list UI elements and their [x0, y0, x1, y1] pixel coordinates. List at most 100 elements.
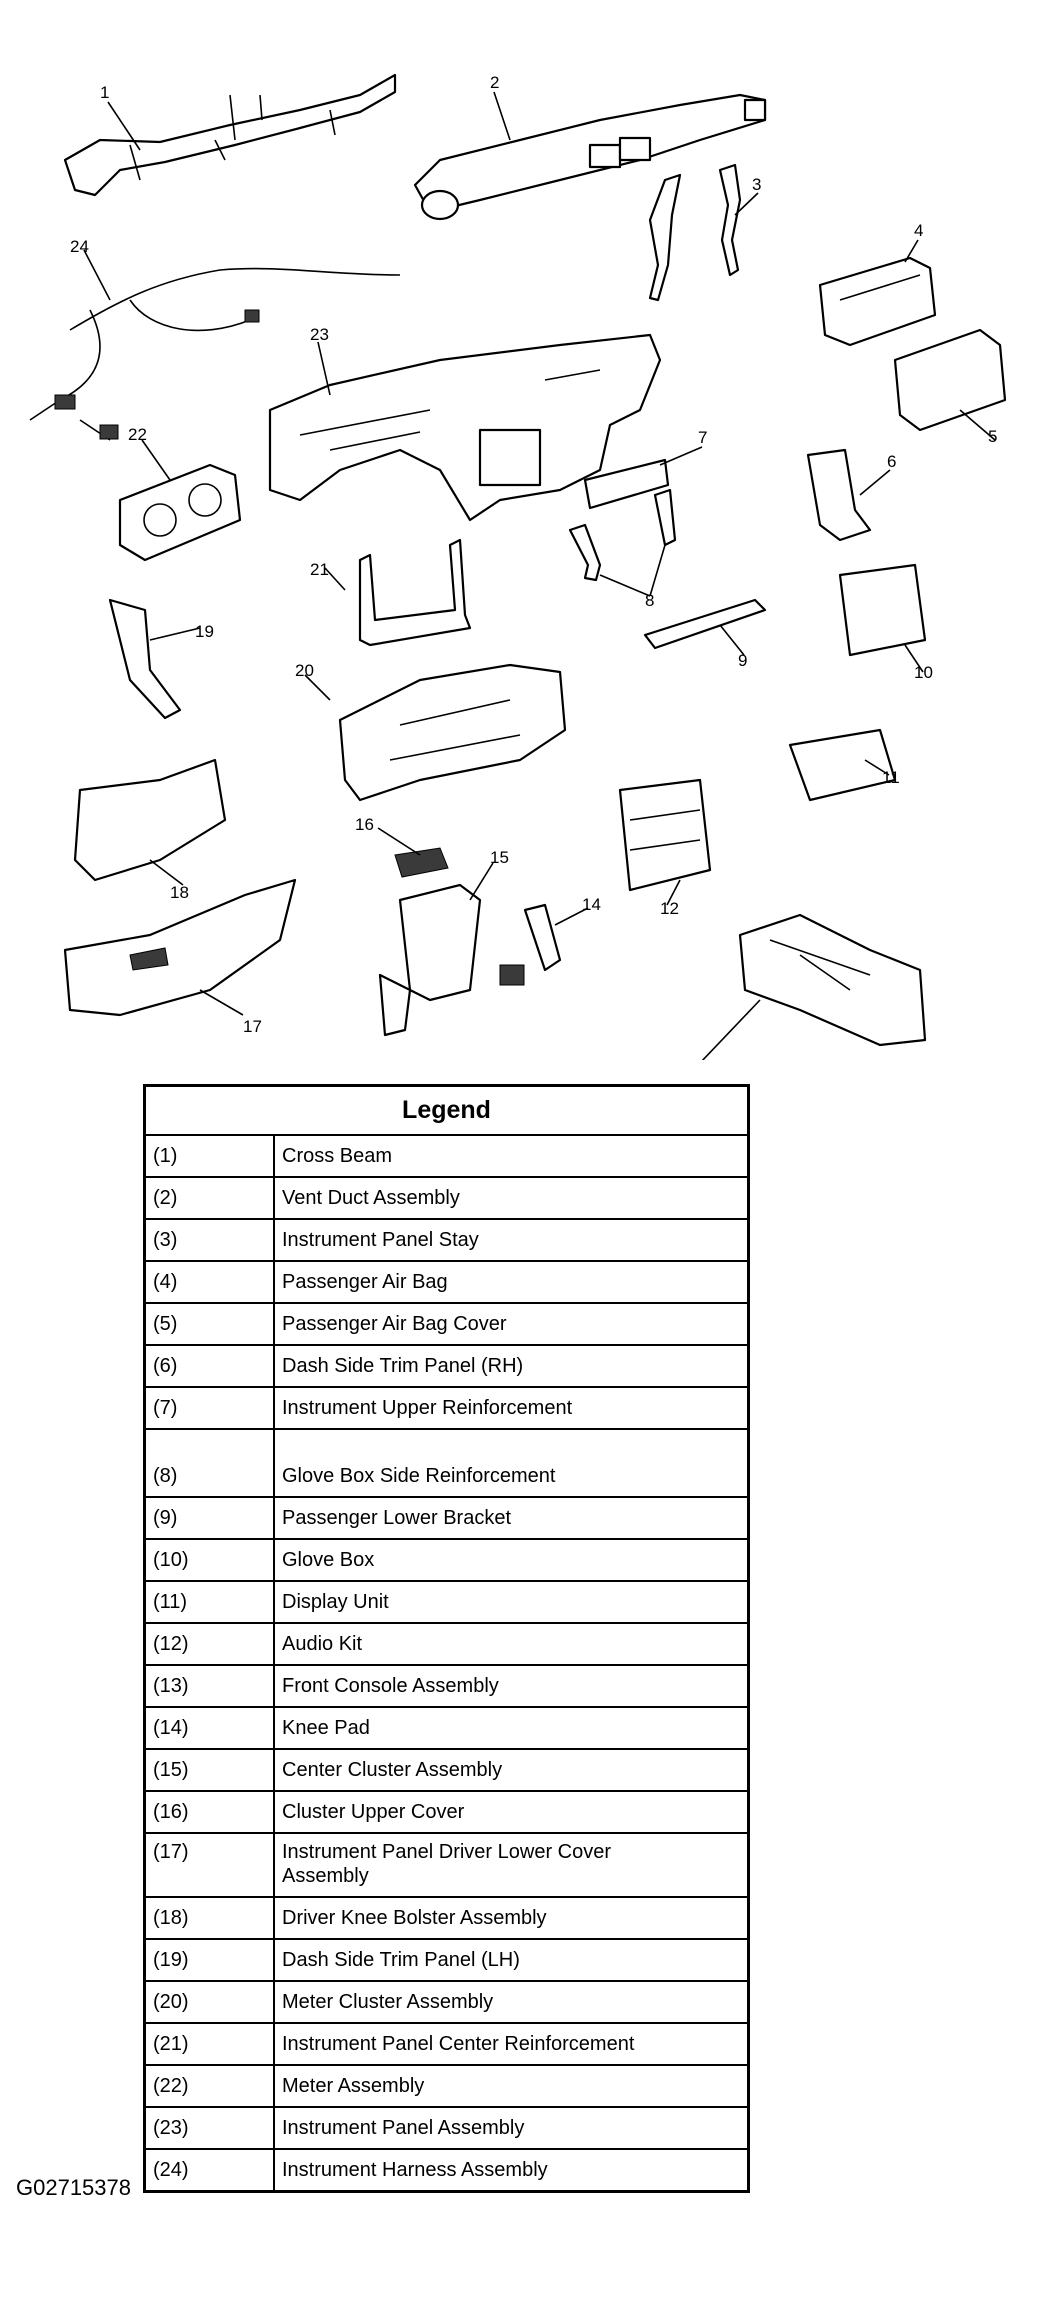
- part-vent-duct: [413, 93, 767, 221]
- legend-label: Front Console Assembly: [273, 1664, 750, 1708]
- legend-number: (1): [143, 1134, 275, 1178]
- legend-label: Glove Box: [273, 1538, 750, 1582]
- legend-number: (15): [143, 1748, 275, 1792]
- part-instrument-panel-center-reinforcement: [358, 538, 472, 647]
- legend-label: Vent Duct Assembly: [273, 1176, 750, 1220]
- part-center-cluster: [378, 883, 525, 1037]
- legend-row: (11)Display Unit: [143, 1580, 750, 1624]
- callout-8: 8: [645, 591, 654, 610]
- legend-number: (22): [143, 2064, 275, 2108]
- legend-number: (6): [143, 1344, 275, 1388]
- legend-number: (12): [143, 1622, 275, 1666]
- legend-title: Legend: [143, 1084, 750, 1136]
- callout-5: 5: [988, 427, 997, 446]
- part-dash-side-trim-lh: [108, 598, 182, 720]
- legend-label: Meter Cluster Assembly: [273, 1980, 750, 2024]
- legend-row: (18)Driver Knee Bolster Assembly: [143, 1896, 750, 1940]
- callout-23: 23: [310, 325, 329, 344]
- callout-14: 14: [582, 895, 601, 914]
- legend-row: (1)Cross Beam: [143, 1134, 750, 1178]
- callout-leaders: [83, 91, 996, 1060]
- legend-row: (7)Instrument Upper Reinforcement: [143, 1386, 750, 1430]
- part-passenger-lower-bracket: [643, 598, 767, 650]
- callout-13: 13: [690, 1057, 709, 1060]
- callout-labels: 1 2 3 4 5 6 7 8 9 10 11 12 13 14 15 16 1…: [70, 73, 997, 1060]
- legend-number: (4): [143, 1260, 275, 1304]
- part-front-console: [738, 913, 927, 1047]
- callout-12: 12: [660, 899, 679, 918]
- legend-label: Instrument Panel Driver Lower Cover Asse…: [273, 1832, 750, 1898]
- legend-number: (5): [143, 1302, 275, 1346]
- legend-row: (4)Passenger Air Bag: [143, 1260, 750, 1304]
- part-cluster-upper-cover: [394, 847, 449, 878]
- legend-label: Dash Side Trim Panel (LH): [273, 1938, 750, 1982]
- part-glove-box: [838, 563, 927, 657]
- part-instrument-harness: [29, 267, 401, 441]
- legend-row: (10)Glove Box: [143, 1538, 750, 1582]
- exploded-parts-diagram: 1 2 3 4 5 6 7 8 9 10 11 12 13 14 15 16 1…: [0, 0, 1049, 1060]
- legend-number: (2): [143, 1176, 275, 1220]
- legend-label: Instrument Upper Reinforcement: [273, 1386, 750, 1430]
- legend-label: Instrument Panel Center Reinforcement: [273, 2022, 750, 2066]
- callout-6: 6: [887, 452, 896, 471]
- legend-row: (23)Instrument Panel Assembly: [143, 2106, 750, 2150]
- legend-row: (9)Passenger Lower Bracket: [143, 1496, 750, 1540]
- legend-label: Passenger Air Bag Cover: [273, 1302, 750, 1346]
- legend-label: Cluster Upper Cover: [273, 1790, 750, 1834]
- legend-number: (19): [143, 1938, 275, 1982]
- callout-18: 18: [170, 883, 189, 902]
- legend-label: Knee Pad: [273, 1706, 750, 1750]
- part-driver-lower-cover: [63, 878, 297, 1017]
- part-display-unit: [788, 728, 897, 802]
- legend-label: Dash Side Trim Panel (RH): [273, 1344, 750, 1388]
- callout-7: 7: [698, 428, 707, 447]
- part-instrument-upper-reinforcement: [583, 458, 670, 510]
- legend-label: Glove Box Side Reinforcement: [273, 1428, 750, 1498]
- legend-number: (7): [143, 1386, 275, 1430]
- part-dash-side-trim-rh: [806, 448, 872, 542]
- part-meter-assembly: [118, 463, 242, 562]
- legend-number: (3): [143, 1218, 275, 1262]
- legend-row: (22)Meter Assembly: [143, 2064, 750, 2108]
- legend-row: (13)Front Console Assembly: [143, 1664, 750, 1708]
- legend-label: Instrument Panel Assembly: [273, 2106, 750, 2150]
- legend-row: (15)Center Cluster Assembly: [143, 1748, 750, 1792]
- legend-row: (17)Instrument Panel Driver Lower Cover …: [143, 1832, 750, 1898]
- callout-11: 11: [882, 768, 900, 787]
- legend-label: Display Unit: [273, 1580, 750, 1624]
- legend-label: Instrument Harness Assembly: [273, 2148, 750, 2193]
- legend-label: Center Cluster Assembly: [273, 1748, 750, 1792]
- part-passenger-air-bag: [818, 256, 937, 347]
- legend-row: (8)Glove Box Side Reinforcement: [143, 1428, 750, 1498]
- legend-row: (6)Dash Side Trim Panel (RH): [143, 1344, 750, 1388]
- callout-21: 21: [310, 560, 329, 579]
- legend-label: Audio Kit: [273, 1622, 750, 1666]
- legend-number: (9): [143, 1496, 275, 1540]
- legend-number: (16): [143, 1790, 275, 1834]
- part-cross-beam: [63, 73, 397, 197]
- callout-3: 3: [752, 175, 761, 194]
- callout-10: 10: [914, 663, 933, 682]
- legend-number: (14): [143, 1706, 275, 1750]
- callout-20: 20: [295, 661, 314, 680]
- callout-4: 4: [914, 221, 923, 240]
- legend-table: Legend (1)Cross Beam (2)Vent Duct Assemb…: [143, 1084, 750, 2193]
- legend-number: (8): [143, 1428, 275, 1498]
- legend-row: (19)Dash Side Trim Panel (LH): [143, 1938, 750, 1982]
- callout-16: 16: [355, 815, 374, 834]
- legend-row: (21)Instrument Panel Center Reinforcemen…: [143, 2022, 750, 2066]
- callout-19: 19: [195, 622, 214, 641]
- legend-row: (16)Cluster Upper Cover: [143, 1790, 750, 1834]
- legend-label: Passenger Lower Bracket: [273, 1496, 750, 1540]
- part-knee-pad: [523, 903, 562, 972]
- legend-row: (24)Instrument Harness Assembly: [143, 2148, 750, 2193]
- legend-row: (3)Instrument Panel Stay: [143, 1218, 750, 1262]
- callout-1: 1: [100, 83, 109, 102]
- part-passenger-air-bag-cover: [893, 328, 1007, 432]
- legend-number: (11): [143, 1580, 275, 1624]
- legend-number: (21): [143, 2022, 275, 2066]
- legend-row: (20)Meter Cluster Assembly: [143, 1980, 750, 2024]
- legend-label: Driver Knee Bolster Assembly: [273, 1896, 750, 1940]
- callout-9: 9: [738, 651, 747, 670]
- figure-id: G02715378: [16, 2175, 131, 2200]
